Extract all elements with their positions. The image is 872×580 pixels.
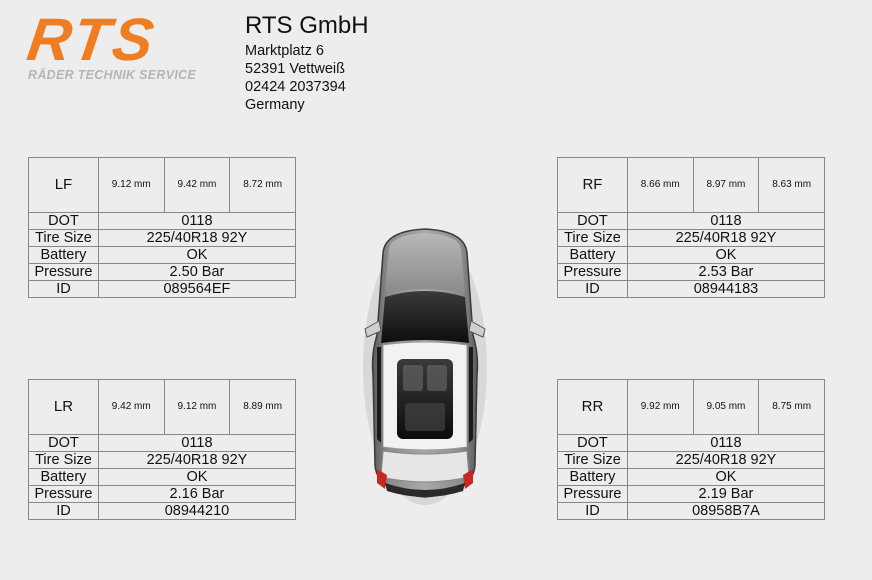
company-city: 52391 Vettweiß bbox=[245, 61, 345, 77]
tire-position: LR bbox=[28, 379, 99, 435]
id-label: ID bbox=[557, 502, 628, 520]
dot-label: DOT bbox=[28, 212, 99, 230]
battery-value: OK bbox=[97, 468, 297, 486]
pressure-value: 2.50 Bar bbox=[97, 263, 297, 281]
tread-depth-3: 8.63 mm bbox=[758, 157, 825, 213]
tread-depth-3: 8.75 mm bbox=[758, 379, 825, 435]
pressure-value: 2.16 Bar bbox=[97, 485, 297, 503]
id-value: 089564EF bbox=[97, 280, 297, 298]
company-street: Marktplatz 6 bbox=[245, 43, 324, 59]
battery-label: Battery bbox=[28, 468, 99, 486]
battery-value: OK bbox=[626, 246, 826, 264]
id-value: 08944210 bbox=[97, 502, 297, 520]
tire-size-label: Tire Size bbox=[28, 451, 99, 469]
id-label: ID bbox=[28, 280, 99, 298]
logo-wordmark: RTS bbox=[23, 6, 161, 73]
pressure-label: Pressure bbox=[28, 485, 99, 503]
battery-label: Battery bbox=[557, 468, 628, 486]
tread-depth-1: 9.42 mm bbox=[97, 379, 165, 435]
tire-position: RF bbox=[557, 157, 628, 213]
dot-label: DOT bbox=[28, 434, 99, 452]
tire-size-label: Tire Size bbox=[28, 229, 99, 247]
battery-value: OK bbox=[626, 468, 826, 486]
tire-size-value: 225/40R18 92Y bbox=[97, 451, 297, 469]
tire-size-label: Tire Size bbox=[557, 229, 628, 247]
tread-depth-1: 9.12 mm bbox=[97, 157, 165, 213]
tread-depth-1: 8.66 mm bbox=[626, 157, 694, 213]
tread-depth-2: 9.05 mm bbox=[692, 379, 760, 435]
tread-depth-1: 9.92 mm bbox=[626, 379, 694, 435]
tire-size-label: Tire Size bbox=[557, 451, 628, 469]
dot-value: 0118 bbox=[97, 434, 297, 452]
tread-depth-2: 8.97 mm bbox=[692, 157, 760, 213]
id-label: ID bbox=[557, 280, 628, 298]
dot-value: 0118 bbox=[626, 212, 826, 230]
logo-tagline: RÄDER TECHNIK SERVICE bbox=[28, 68, 197, 82]
battery-label: Battery bbox=[557, 246, 628, 264]
company-country: Germany bbox=[245, 97, 305, 113]
company-address-block: RTS GmbH Marktplatz 6 52391 Vettweiß 024… bbox=[245, 12, 369, 114]
company-phone: 02424 2037394 bbox=[245, 79, 346, 95]
tread-depth-3: 8.89 mm bbox=[229, 379, 296, 435]
battery-value: OK bbox=[97, 246, 297, 264]
tread-depth-2: 9.12 mm bbox=[163, 379, 231, 435]
pressure-label: Pressure bbox=[28, 263, 99, 281]
id-value: 08944183 bbox=[626, 280, 826, 298]
pressure-label: Pressure bbox=[557, 263, 628, 281]
dot-value: 0118 bbox=[626, 434, 826, 452]
id-value: 08958B7A bbox=[626, 502, 826, 520]
dot-label: DOT bbox=[557, 434, 628, 452]
tread-depth-3: 8.72 mm bbox=[229, 157, 296, 213]
rts-logo: RTS RÄDER TECHNIK SERVICE bbox=[23, 6, 218, 86]
tire-size-value: 225/40R18 92Y bbox=[626, 451, 826, 469]
car-top-view-image bbox=[363, 228, 487, 505]
dot-label: DOT bbox=[557, 212, 628, 230]
tread-depth-2: 9.42 mm bbox=[163, 157, 231, 213]
id-label: ID bbox=[28, 502, 99, 520]
battery-label: Battery bbox=[28, 246, 99, 264]
pressure-value: 2.53 Bar bbox=[626, 263, 826, 281]
dot-value: 0118 bbox=[97, 212, 297, 230]
tire-size-value: 225/40R18 92Y bbox=[97, 229, 297, 247]
tire-position: LF bbox=[28, 157, 99, 213]
tire-position: RR bbox=[557, 379, 628, 435]
pressure-value: 2.19 Bar bbox=[626, 485, 826, 503]
tire-size-value: 225/40R18 92Y bbox=[626, 229, 826, 247]
pressure-label: Pressure bbox=[557, 485, 628, 503]
company-name: RTS GmbH bbox=[245, 12, 369, 39]
